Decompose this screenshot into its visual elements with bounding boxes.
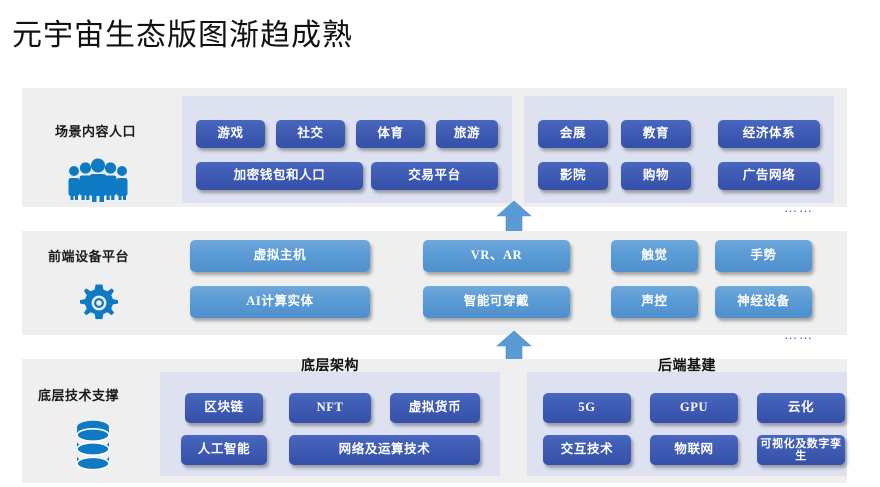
database-icon	[72, 418, 114, 474]
chip-network-and-computing-tech[interactable]: 网络及运算技术	[289, 435, 480, 465]
chip-iot[interactable]: 物联网	[650, 435, 738, 465]
chip-shopping[interactable]: 购物	[621, 162, 691, 190]
chip-travel[interactable]: 旅游	[436, 120, 498, 148]
chip-sports[interactable]: 体育	[356, 120, 425, 148]
chip-voice-control[interactable]: 声控	[611, 286, 698, 318]
chip-artificial-intelligence[interactable]: 人工智能	[181, 435, 267, 465]
chip-exhibition[interactable]: 会展	[538, 120, 608, 148]
chip-visualization-digital-twin[interactable]: 可视化及数字孪生	[757, 435, 845, 465]
chip-nft[interactable]: NFT	[289, 393, 371, 423]
ellipsis-row-1: ……	[784, 200, 814, 215]
chip-cloudification[interactable]: 云化	[757, 393, 845, 423]
chip-game[interactable]: 游戏	[196, 120, 265, 148]
chip-neural-device[interactable]: 神经设备	[715, 286, 812, 318]
chip-blockchain[interactable]: 区块链	[185, 393, 263, 423]
chip-social[interactable]: 社交	[276, 120, 345, 148]
ellipsis-row-2: ……	[784, 327, 814, 342]
subheading-backend-infra: 后端基建	[658, 359, 716, 374]
up-arrow-tier2-to-tier1	[494, 200, 534, 232]
chip-gesture[interactable]: 手势	[715, 240, 812, 272]
chip-virtual-host[interactable]: 虚拟主机	[190, 240, 370, 272]
gear-icon	[78, 282, 120, 324]
chip-5g[interactable]: 5G	[543, 393, 631, 423]
chip-economic-system[interactable]: 经济体系	[718, 120, 820, 148]
chip-vr-ar[interactable]: VR、AR	[423, 240, 570, 272]
row-label-scene-content-entry: 场景内容人口	[55, 124, 137, 139]
chip-ai-compute-entity[interactable]: AI计算实体	[190, 286, 370, 318]
chip-ad-network[interactable]: 广告网络	[718, 162, 820, 190]
people-group-icon	[62, 158, 134, 202]
chip-trading-platform[interactable]: 交易平台	[371, 162, 498, 190]
subheading-architecture: 底层架构	[301, 359, 359, 374]
row-label-frontend-device-platform: 前端设备平台	[48, 249, 130, 264]
row-label-underlying-tech-support: 底层技术支撑	[38, 388, 120, 403]
chip-haptics[interactable]: 触觉	[611, 240, 698, 272]
chip-interaction-tech[interactable]: 交互技术	[543, 435, 631, 465]
chip-crypto-wallet-entry[interactable]: 加密钱包和人口	[196, 162, 363, 190]
chip-smart-wearable[interactable]: 智能可穿戴	[423, 286, 570, 318]
chip-virtual-currency[interactable]: 虚拟货币	[390, 393, 480, 423]
chip-cinema[interactable]: 影院	[538, 162, 608, 190]
page-title: 元宇宙生态版图渐趋成熟	[12, 19, 353, 52]
chip-education[interactable]: 教育	[621, 120, 691, 148]
chip-gpu[interactable]: GPU	[650, 393, 738, 423]
